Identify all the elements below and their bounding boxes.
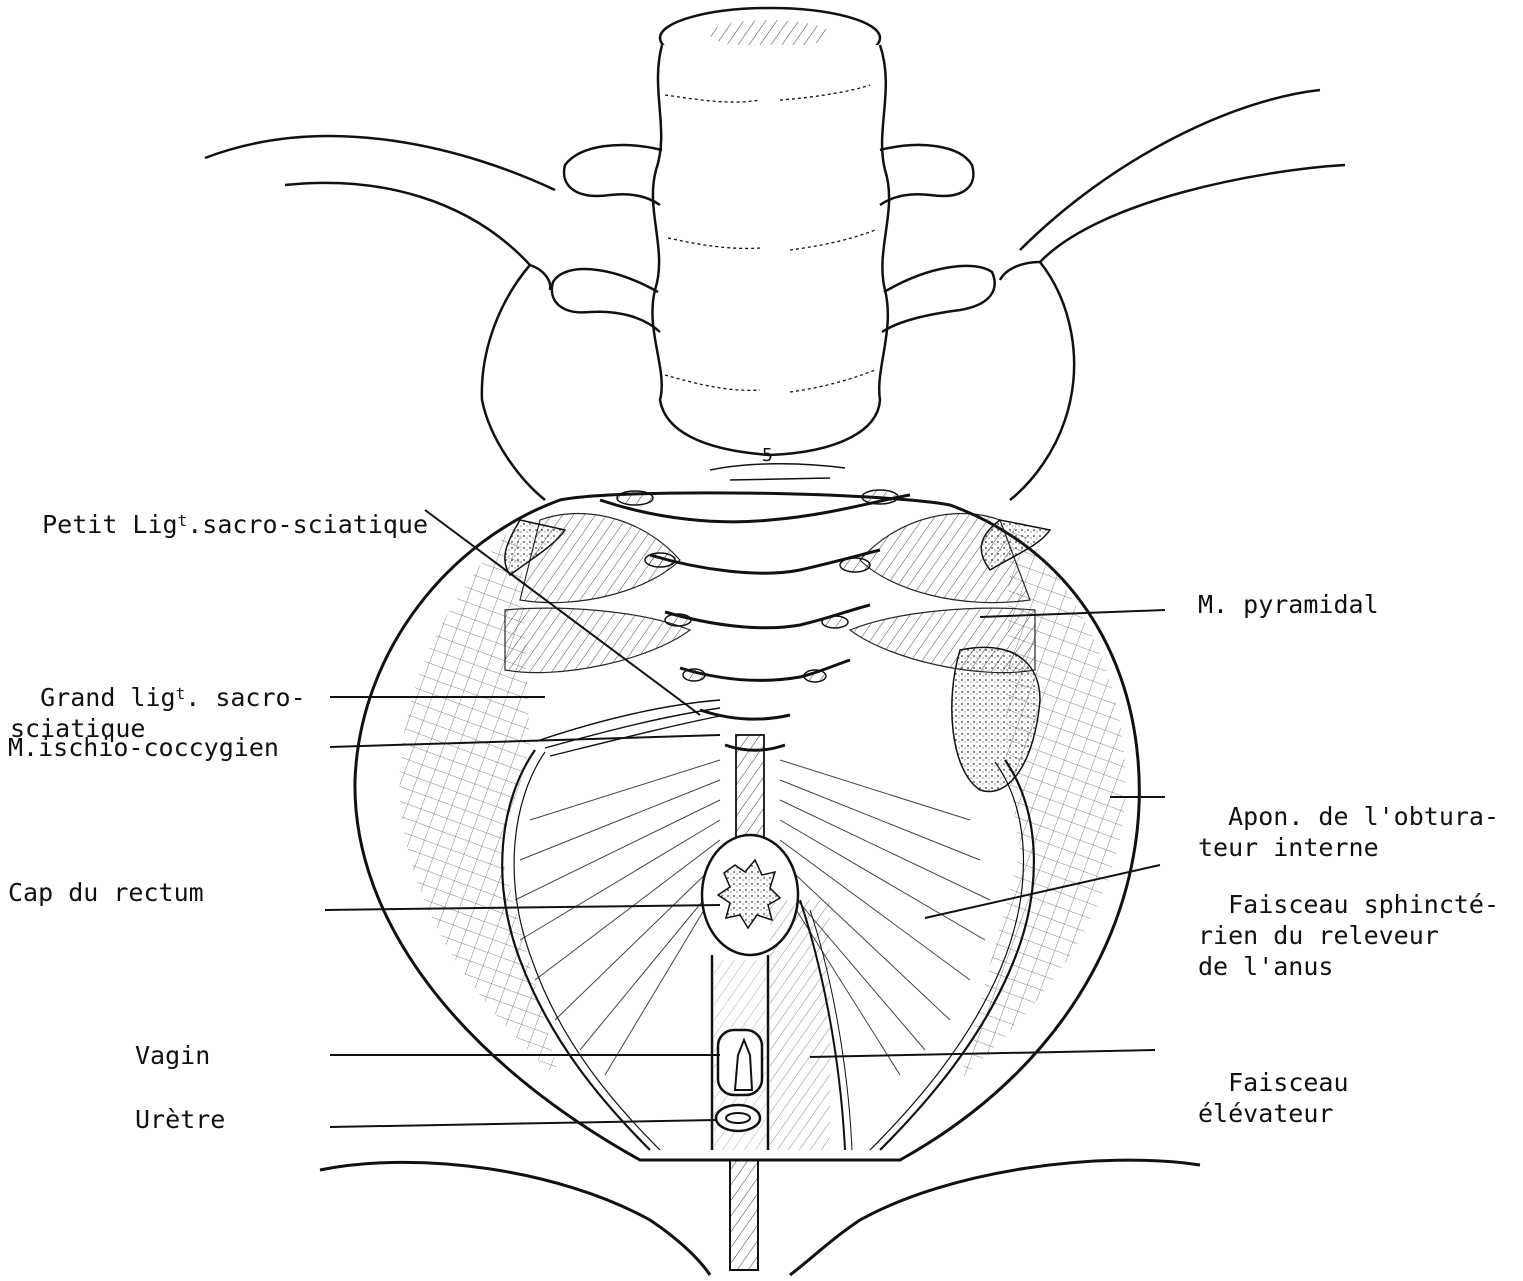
label-grand-lig-b: . sacro- [185,683,305,712]
label-pyramidal: M. pyramidal [1198,589,1379,620]
label-cap-rectum: Cap du rectum [8,877,204,908]
label-ischio-coccygien: M.ischio-coccygien [8,732,279,763]
lumbar-spine [552,8,995,480]
label-faisceau-sph-line3: de l'anus [1198,952,1333,981]
label-grand-lig-a: Grand lig [40,683,175,712]
perineum-outline [320,1160,1200,1275]
label-faisceau-sph-line2: rien du releveur [1198,921,1439,950]
label-grand-lig: Grand ligt. sacro-sciatique [10,651,306,744]
label-faisceau-sph-line1: Faisceau sphincté- [1228,890,1499,919]
label-apon-line1: Apon. de l'obtura- [1228,802,1499,831]
label-petit-lig-sup: t [178,511,188,530]
label-petit-lig: Petit Ligt.sacro-sciatique [12,478,428,540]
vertebra-mark: 5 [762,445,773,466]
label-apon-obturateur: Apon. de l'obtura-teur interne [1198,770,1499,863]
label-petit-lig-b: .sacro-sciatique [187,510,428,539]
label-grand-lig-sup: t [176,684,186,703]
label-vagin: Vagin [135,1040,210,1071]
label-petit-lig-a: Petit Lig [42,510,177,539]
label-uretre: Urètre [135,1104,225,1135]
label-faisceau-elev-line2: élévateur [1198,1099,1333,1128]
label-faisceau-elev-line1: Faisceau [1228,1068,1348,1097]
